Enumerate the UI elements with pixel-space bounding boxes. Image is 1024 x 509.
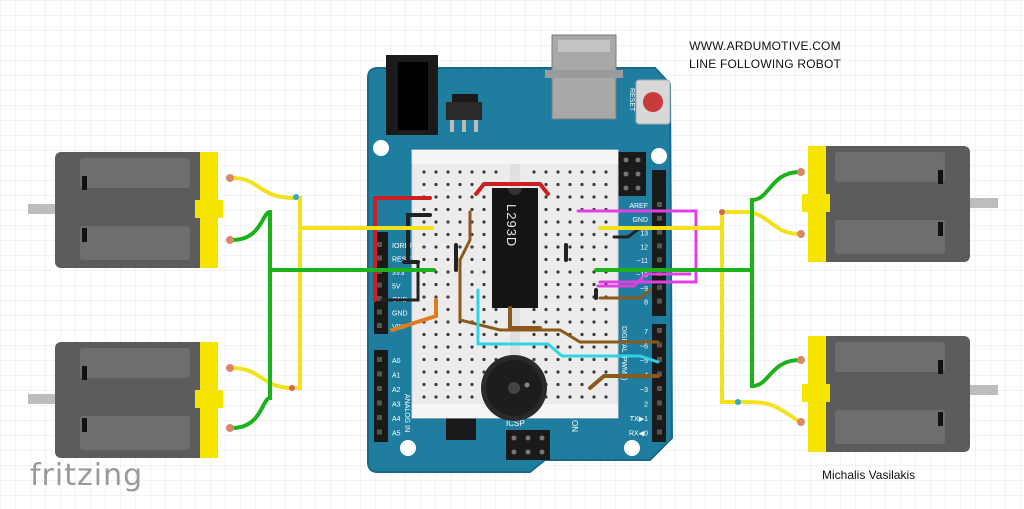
wire-cyan-signal (476, 288, 660, 364)
power-pin-label: 5V (392, 284, 401, 291)
digital-pin-socket[interactable] (657, 386, 662, 391)
digital-pin-label: ~6 (640, 344, 648, 351)
voltage-regulator (446, 94, 482, 132)
icsp-header-bottom (506, 430, 550, 460)
wire-brown-logic (458, 210, 660, 390)
digital-pin-label: 12 (640, 244, 648, 251)
digital-pin-socket[interactable] (657, 357, 662, 362)
usb-connector (545, 34, 623, 120)
analog-pin-socket[interactable] (377, 415, 382, 420)
digital-pin-label: ~9 (640, 286, 648, 293)
power-pin-socket[interactable] (377, 309, 382, 315)
mounting-hole (651, 148, 667, 164)
analog-in-label: ANALOG IN (403, 394, 410, 432)
motor-bottom-left (28, 342, 223, 458)
analog-pin-label: A4 (392, 416, 401, 423)
motor-top-right (802, 146, 998, 262)
wire-red-power (373, 182, 550, 302)
left-motor-wires (226, 174, 436, 432)
digital-pin-socket[interactable] (657, 215, 662, 221)
site-url: WWW.ARDUMOTIVE.COM (689, 39, 841, 53)
digital-pin-socket[interactable] (657, 342, 662, 348)
fritzing-logo: fritzing (30, 458, 144, 493)
motor-top-left (28, 152, 223, 268)
analog-pin-label: A0 (392, 358, 401, 365)
digital-pin-label: 2 (644, 402, 648, 409)
digital-header-label: DIGITAL (PWM~) (620, 326, 627, 380)
digital-pin-socket[interactable] (657, 202, 662, 207)
l293d-chip (492, 188, 538, 308)
icsp-label: ICSP (506, 419, 525, 428)
digital-pin-socket[interactable] (657, 298, 662, 304)
analog-pin-socket[interactable] (377, 429, 382, 435)
on-label: ON (570, 420, 579, 432)
digital-pin-label: TX▶1 (630, 416, 648, 423)
digital-pin-label: ~11 (637, 258, 648, 265)
digital-pin-socket[interactable] (657, 257, 662, 263)
project-title: LINE FOLLOWING ROBOT (688, 57, 842, 71)
digital-pin-socket[interactable] (657, 284, 662, 290)
digital-pin-socket[interactable] (657, 328, 662, 333)
digital-pin-socket[interactable] (657, 243, 662, 249)
analog-pin-label: A2 (392, 387, 401, 394)
power-pin-socket[interactable] (377, 255, 382, 261)
digital-header-upper (652, 170, 666, 316)
analog-pin-socket[interactable] (377, 371, 382, 377)
digital-pin-label: ~10 (636, 272, 648, 279)
mounting-hole (373, 140, 389, 156)
digital-pin-label: AREF (629, 203, 648, 210)
power-jack (386, 55, 438, 135)
wire-black-ground (380, 213, 654, 302)
digital-header-lower (652, 324, 666, 442)
icsp-header-top (618, 152, 646, 196)
digital-pin-socket[interactable] (657, 429, 662, 435)
power-pin-label: 3V3 (392, 270, 405, 277)
analog-pin-label: A1 (392, 373, 401, 380)
digital-pin-label: ~5 (640, 358, 648, 365)
analog-pin-socket[interactable] (377, 386, 382, 391)
digital-pin-socket[interactable] (657, 400, 662, 406)
piezo-buzzer (481, 355, 547, 421)
reset-label: RESET (628, 88, 635, 112)
reset-button[interactable] (635, 79, 671, 125)
digital-pin-label: 13 (640, 231, 648, 238)
analog-pin-socket[interactable] (377, 400, 382, 406)
digital-pin-socket[interactable] (657, 229, 662, 235)
digital-pin-label: RX◀0 (629, 431, 648, 438)
mounting-hole (400, 440, 416, 456)
digital-pin-label: GND (632, 217, 648, 224)
power-pin-socket[interactable] (377, 323, 382, 328)
analog-pin-socket[interactable] (377, 357, 382, 362)
power-pin-socket[interactable] (377, 296, 382, 301)
motor-bottom-right (802, 336, 998, 452)
mounting-hole (624, 440, 640, 456)
digital-pin-label: ~3 (640, 387, 648, 394)
digital-pin-label: 8 (644, 300, 648, 307)
right-motor-wires (594, 168, 805, 426)
small-ic (446, 418, 476, 440)
analog-pin-label: A5 (392, 431, 401, 438)
analog-pin-label: A3 (392, 402, 401, 409)
power-pin-socket[interactable] (377, 242, 382, 247)
digital-pin-label: 7 (644, 329, 648, 336)
power-pin-label: GND (392, 311, 408, 318)
power-pin-label: IOREF (392, 243, 413, 250)
digital-pin-socket[interactable] (657, 415, 662, 420)
power-pin-socket[interactable] (377, 282, 382, 288)
wire-orange-5v (390, 298, 438, 332)
analog-header (374, 350, 388, 442)
wire-magenta-motor-pwm (576, 209, 698, 288)
author-name: Michalis Vasilakis (822, 468, 916, 482)
chip-label: L293D (504, 204, 519, 247)
digital-pin-socket[interactable] (657, 371, 662, 377)
